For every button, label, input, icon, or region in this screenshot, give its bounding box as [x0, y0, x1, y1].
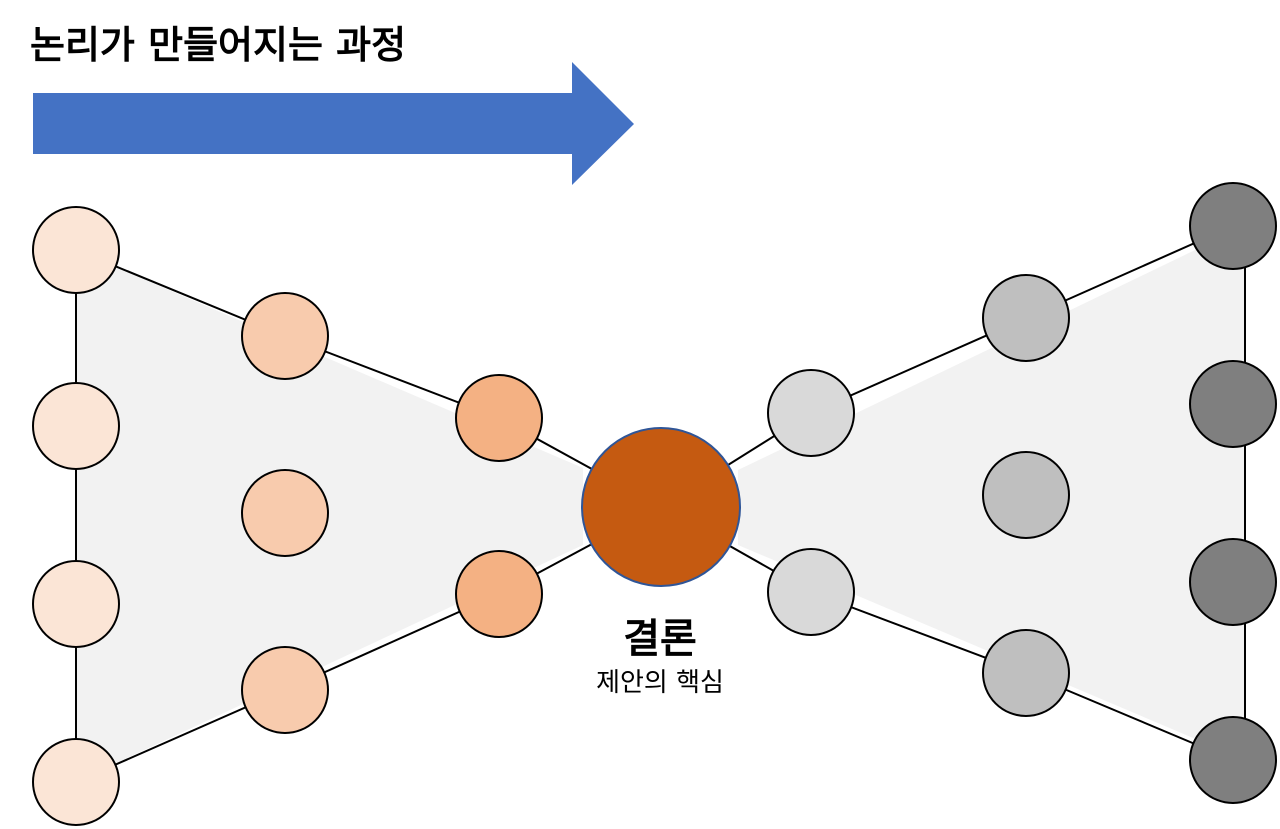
process-arrow [33, 62, 634, 185]
conclusion-label: 결론 [623, 616, 697, 662]
right-outer-node [1189, 716, 1277, 804]
conclusion-node [581, 427, 741, 587]
left-outer-node [32, 382, 120, 470]
left-inner-node [455, 374, 543, 462]
left-nodes [32, 206, 543, 826]
left-middle-node [241, 469, 329, 557]
right-middle-node [982, 451, 1070, 539]
right-middle-node [982, 629, 1070, 717]
page-title: 논리가 만들어지는 과정 [30, 23, 407, 67]
right-middle-node [982, 274, 1070, 362]
left-middle-node [241, 646, 329, 734]
left-inner-node [455, 550, 543, 638]
left-outer-node [32, 738, 120, 826]
right-outer-node [1189, 182, 1277, 270]
left-outer-node [32, 560, 120, 648]
conclusion-sublabel: 제안의 핵심 [596, 668, 724, 698]
right-outer-node [1189, 360, 1277, 448]
right-nodes [767, 182, 1277, 804]
right-outer-node [1189, 538, 1277, 626]
right-inner-node [767, 548, 855, 636]
right-inner-node [767, 369, 855, 457]
left-middle-node [241, 292, 329, 380]
left-region [76, 250, 583, 782]
left-outer-node [32, 206, 120, 294]
